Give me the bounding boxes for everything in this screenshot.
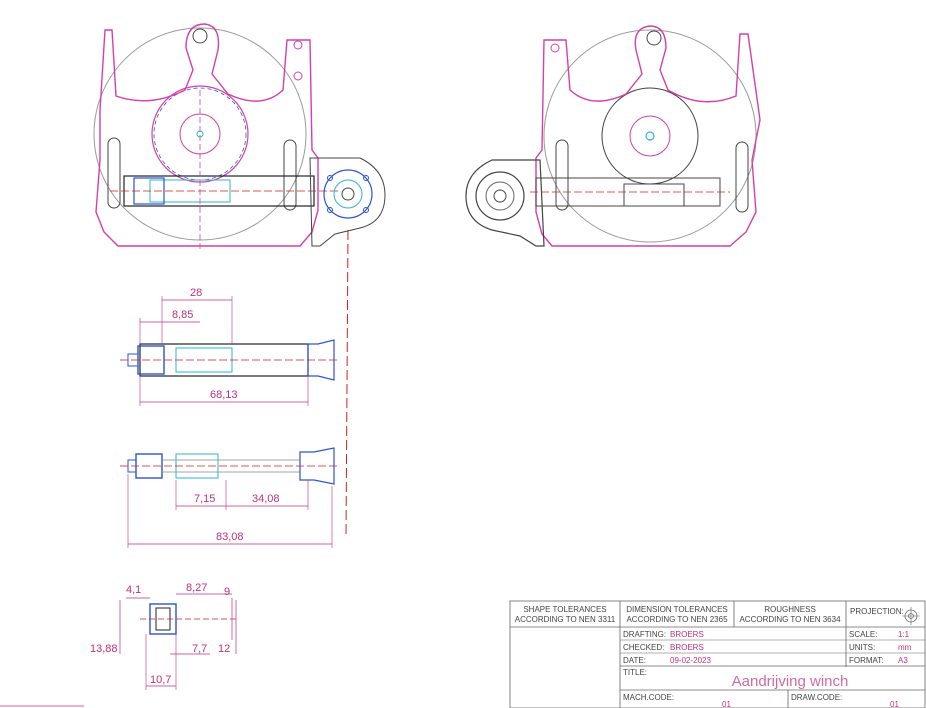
gearbox-outline xyxy=(465,159,545,247)
checked-value: BROERS xyxy=(670,643,704,652)
shape-tolerances-label: SHAPE TOLERANCES xyxy=(523,605,606,614)
roughness-label: ROUGHNESS xyxy=(764,605,816,614)
projection-label: PROJECTION: xyxy=(850,607,904,616)
shaft-section-2: 7,15 34,08 83,08 xyxy=(120,447,340,548)
title-block-frame xyxy=(509,600,926,708)
dim-34-08: 34,08 xyxy=(252,493,280,505)
dim-68-13: 68,13 xyxy=(210,389,238,401)
gearbox-bore xyxy=(485,181,515,211)
arm-hole xyxy=(293,40,303,50)
front-view-right xyxy=(465,25,761,247)
top-hole xyxy=(192,28,208,44)
gearbox-shaft xyxy=(341,187,355,201)
roughness-standard: ACCORDING TO NEN 3634 xyxy=(739,615,841,624)
frame-plate xyxy=(95,23,319,247)
dim-8-85: 8,85 xyxy=(172,309,193,321)
slot-right xyxy=(735,141,749,213)
projection-line xyxy=(345,229,349,537)
dimension-tolerances-label: DIMENSION TOLERANCES xyxy=(626,605,728,614)
front-view-left xyxy=(93,23,386,537)
mach-code-value: 01 xyxy=(722,700,731,708)
title-block: SHAPE TOLERANCES ACCORDING TO NEN 3311 D… xyxy=(509,600,926,708)
drawing-title: Aandrijving winch xyxy=(732,673,849,690)
projection-symbol-icon xyxy=(902,607,920,625)
date-label: DATE: xyxy=(623,656,646,665)
dim-7-7: 7,7 xyxy=(192,643,207,655)
frame-plate xyxy=(535,25,761,247)
arm-hole xyxy=(550,43,560,53)
shaft-center xyxy=(645,131,655,141)
dim-8-27: 8,27 xyxy=(186,582,207,594)
shape-tolerances-standard: ACCORDING TO NEN 3311 xyxy=(515,615,616,624)
top-hole xyxy=(646,30,662,46)
slot-right xyxy=(283,139,297,211)
draw-code-label: DRAW.CODE: xyxy=(791,693,842,702)
dim-7-15: 7,15 xyxy=(194,493,215,505)
dim-13-88: 13,88 xyxy=(90,643,118,655)
format-value: A3 xyxy=(898,656,908,665)
arm-hole-2 xyxy=(293,71,303,81)
format-label: FORMAT: xyxy=(849,656,884,665)
dim-10-7: 10,7 xyxy=(150,674,171,686)
dimension-tolerances-standard: ACCORDING TO NEN 2365 xyxy=(626,615,728,624)
slot-left xyxy=(107,137,121,209)
bolt-hole xyxy=(363,207,369,213)
shaft-section-1: 28 8,85 68,13 xyxy=(120,287,340,406)
hub-outer xyxy=(601,87,699,185)
drafting-label: DRAFTING: xyxy=(623,630,666,639)
gearbox-outline xyxy=(309,157,386,247)
dim-28: 28 xyxy=(190,287,202,299)
dim-12: 12 xyxy=(218,643,230,655)
scale-label: SCALE: xyxy=(849,630,877,639)
coupling xyxy=(299,447,335,485)
bearing-detail: 4,1 8,27 9 13,88 7,7 12 10,7 xyxy=(90,582,237,690)
units-label: UNITS: xyxy=(849,643,875,652)
mach-code-label: MACH.CODE: xyxy=(623,693,674,702)
title-label: TITLE: xyxy=(623,668,647,677)
dim-9: 9 xyxy=(224,586,230,598)
checked-label: CHECKED: xyxy=(623,643,664,652)
drum-outline xyxy=(543,29,757,243)
shaft-sleeve xyxy=(623,183,685,207)
bolt-hole xyxy=(363,175,369,181)
date-value: 09-02-2023 xyxy=(670,656,711,665)
slot-left xyxy=(555,139,569,211)
bolt-hole xyxy=(327,207,333,213)
units-value: mm xyxy=(898,643,912,652)
dim-4-1: 4,1 xyxy=(126,584,141,596)
gearbox-flange xyxy=(323,169,373,219)
gearbox-shaft xyxy=(493,189,507,203)
dim-83-08: 83,08 xyxy=(216,531,244,543)
gearbox-bore xyxy=(333,179,363,209)
drafting-value: BROERS xyxy=(670,630,704,639)
bolt-hole xyxy=(327,175,333,181)
hub-inner xyxy=(629,115,671,157)
gearbox-flange xyxy=(475,171,525,221)
scale-value: 1:1 xyxy=(898,630,910,639)
draw-code-value: 01 xyxy=(890,700,899,708)
